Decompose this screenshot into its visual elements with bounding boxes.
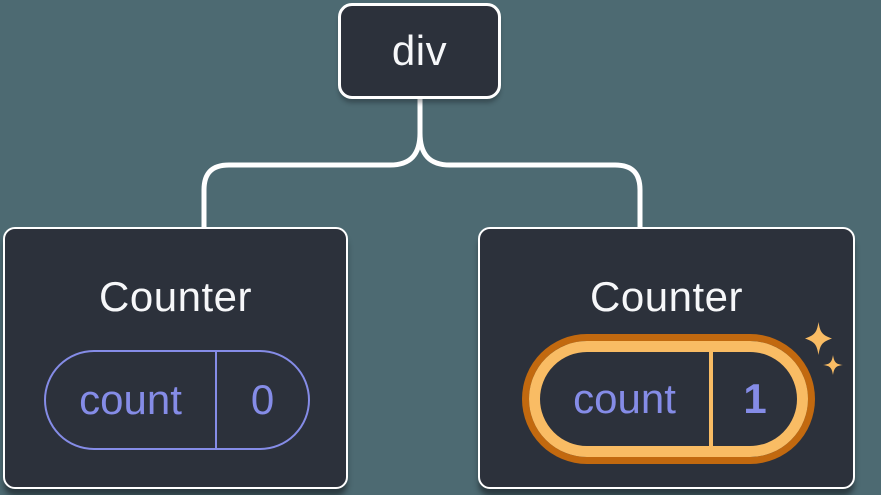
counter-card-left: Counter count 0	[3, 227, 348, 489]
state-pill: count 0	[44, 350, 310, 450]
state-value: 1	[743, 375, 767, 422]
state-key-label: count	[79, 376, 182, 423]
sparkles-icon	[805, 322, 843, 375]
root-node-label: div	[391, 27, 448, 74]
state-value: 0	[250, 376, 275, 423]
state-key-label: count	[573, 375, 676, 422]
pill-divider	[709, 352, 713, 446]
component-title: Counter	[99, 273, 252, 320]
counter-card-right: Counter count 1	[478, 227, 855, 489]
root-node-div: div	[338, 3, 501, 99]
component-title: Counter	[590, 273, 743, 320]
pill-divider	[215, 352, 217, 448]
state-pill-highlighted: count 1	[529, 341, 808, 457]
